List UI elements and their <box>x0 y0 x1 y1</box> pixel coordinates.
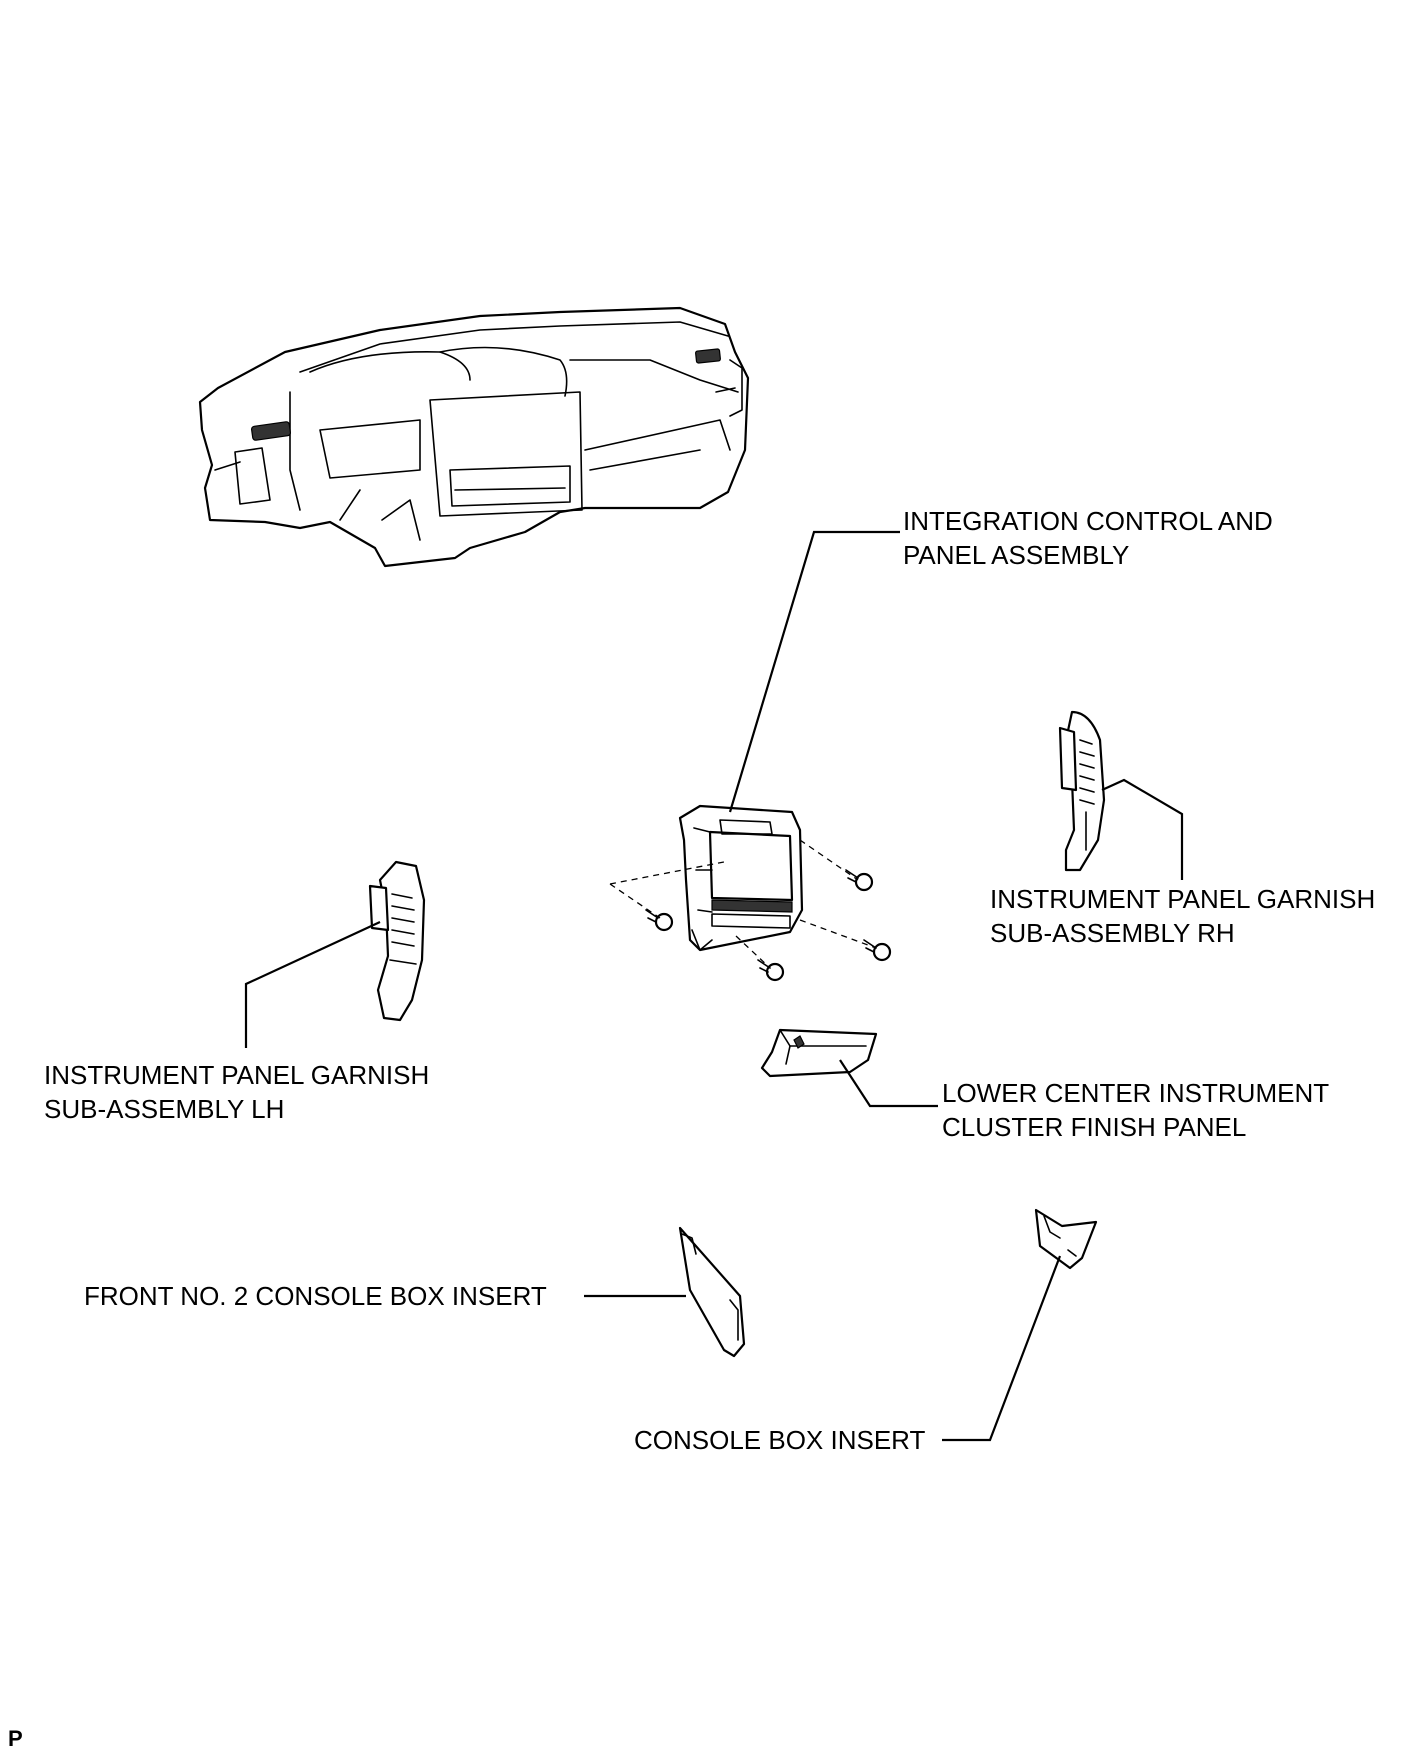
leader-console-box-insert <box>942 1255 1062 1442</box>
label-line: INSTRUMENT PANEL GARNISH <box>990 884 1376 914</box>
page-code: P <box>8 1726 23 1751</box>
label-line: LOWER CENTER INSTRUMENT <box>942 1078 1330 1108</box>
label-line: CONSOLE BOX INSERT <box>634 1425 926 1455</box>
instrument-panel-dashboard <box>198 306 750 568</box>
screw-right <box>863 939 892 962</box>
label-line: PANEL ASSEMBLY <box>903 540 1130 570</box>
label-line: CLUSTER FINISH PANEL <box>942 1112 1247 1142</box>
screw-upper-right <box>845 869 874 892</box>
leader-lower-center-panel <box>839 1059 938 1108</box>
integration-control-panel-assembly <box>609 804 892 982</box>
screw-bottom <box>757 959 785 982</box>
label-line: INSTRUMENT PANEL GARNISH <box>44 1060 430 1090</box>
label-console-box-insert: CONSOLE BOX INSERT <box>634 1423 925 1457</box>
label-garnish-lh: INSTRUMENT PANEL GARNISH SUB-ASSEMBLY LH <box>44 1058 429 1126</box>
label-garnish-rh: INSTRUMENT PANEL GARNISH SUB-ASSEMBLY RH <box>990 882 1375 950</box>
label-line: SUB-ASSEMBLY LH <box>44 1094 285 1124</box>
leader-integration-control <box>728 530 900 813</box>
garnish-lh-part <box>368 860 426 1022</box>
label-line: FRONT NO. 2 CONSOLE BOX INSERT <box>84 1281 547 1311</box>
label-line: SUB-ASSEMBLY RH <box>990 918 1235 948</box>
label-integration-control-panel-assembly: INTEGRATION CONTROL AND PANEL ASSEMBLY <box>903 504 1273 572</box>
screw-left <box>645 909 674 932</box>
leader-garnish-lh <box>244 921 381 1048</box>
front-no2-console-insert-part <box>678 1226 746 1358</box>
garnish-rh-part <box>1058 710 1106 872</box>
label-line: INTEGRATION CONTROL AND <box>903 506 1273 536</box>
leader-garnish-rh <box>1101 778 1184 880</box>
leader-lines <box>244 530 1184 1442</box>
console-box-insert-part <box>1034 1208 1098 1270</box>
label-front-no2-console-insert: FRONT NO. 2 CONSOLE BOX INSERT <box>84 1279 547 1313</box>
label-lower-center-finish-panel: LOWER CENTER INSTRUMENT CLUSTER FINISH P… <box>942 1076 1329 1144</box>
lower-center-finish-panel <box>760 1028 878 1078</box>
